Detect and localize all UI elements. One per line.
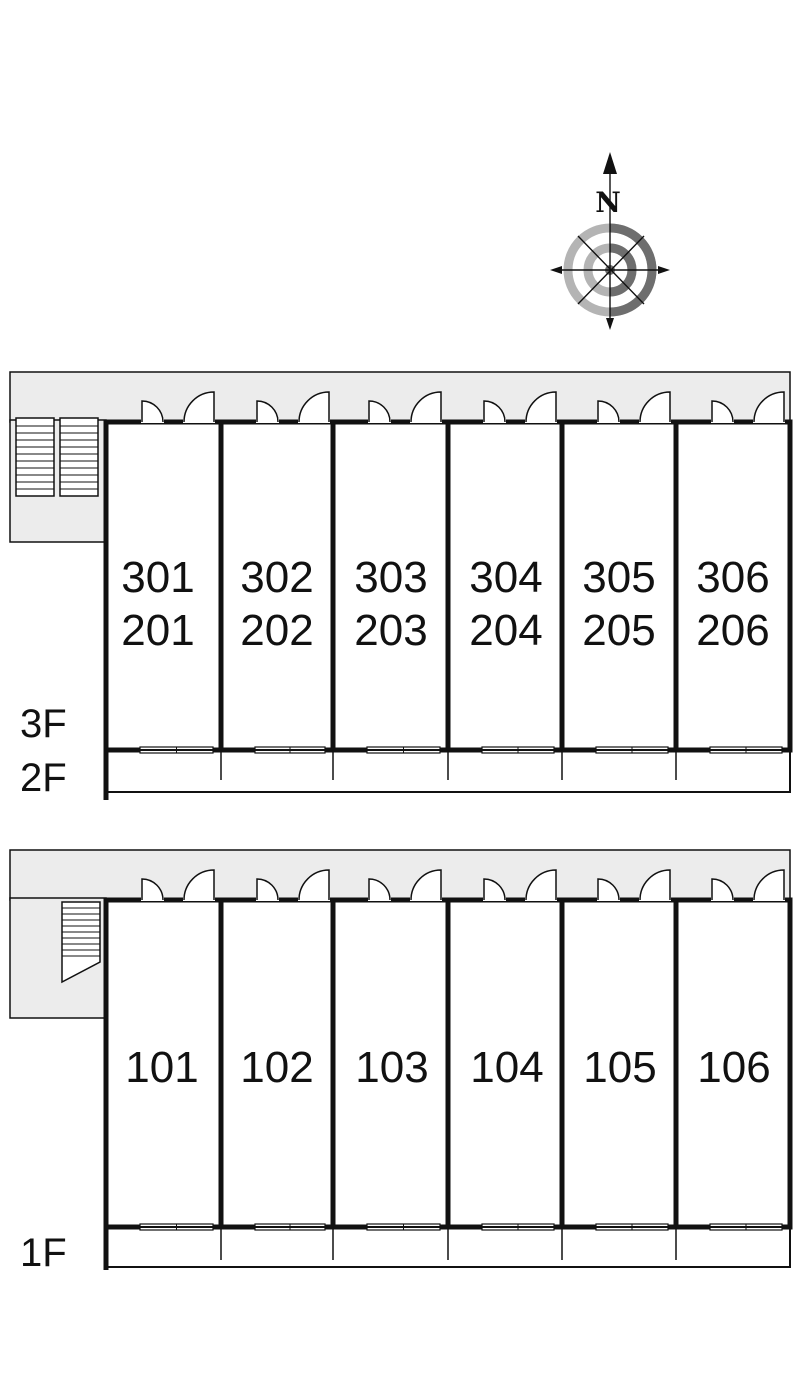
door-icon	[483, 391, 557, 423]
compass: N	[550, 152, 670, 330]
door-icon	[711, 869, 785, 901]
unit-column: 303 203	[354, 553, 427, 655]
unit-number: 201	[121, 606, 194, 655]
unit-number: 205	[582, 606, 655, 655]
floor-label-2f: 2F	[20, 756, 67, 800]
unit-number: 303	[354, 553, 427, 602]
stairs-icon	[61, 901, 101, 984]
unit-number: 204	[469, 606, 542, 655]
upper-block: 301 201 302 202 303 203 304 204 305 205 …	[9, 371, 793, 800]
unit-column: 304 204	[469, 553, 542, 655]
door-icon	[483, 869, 557, 901]
unit-number: 101	[125, 1043, 198, 1092]
door-icon	[141, 391, 215, 423]
door-icon	[368, 391, 442, 423]
unit-column: 305 205	[582, 553, 655, 655]
door-icon	[597, 391, 671, 423]
north-label: N	[595, 186, 621, 219]
upper-corridor	[9, 371, 791, 423]
unit-number: 105	[583, 1043, 656, 1092]
door-icon	[256, 869, 330, 901]
unit-number: 305	[582, 553, 655, 602]
unit-number: 202	[240, 606, 313, 655]
compass-rose-icon	[550, 152, 670, 330]
unit-number: 106	[697, 1043, 770, 1092]
unit-number: 302	[240, 553, 313, 602]
unit-number: 103	[355, 1043, 428, 1092]
floor-label-3f: 3F	[20, 702, 67, 746]
lower-block: 101 102 103 104 105 106 1F	[9, 849, 793, 1275]
unit-column: 302 202	[240, 553, 313, 655]
door-icon	[141, 869, 215, 901]
door-icon	[711, 391, 785, 423]
unit-number: 203	[354, 606, 427, 655]
door-icon	[368, 869, 442, 901]
stairs-icon	[15, 417, 99, 497]
door-icon	[597, 869, 671, 901]
unit-number: 301	[121, 553, 194, 602]
lower-corridor	[9, 849, 791, 901]
floor-label-1f: 1F	[20, 1231, 67, 1275]
door-icon	[256, 391, 330, 423]
unit-number: 102	[240, 1043, 313, 1092]
unit-number: 304	[469, 553, 542, 602]
unit-302-202: 301 201	[121, 553, 194, 655]
unit-number: 104	[470, 1043, 543, 1092]
unit-number: 206	[696, 606, 769, 655]
unit-number: 306	[696, 553, 769, 602]
unit-column: 306 206	[696, 553, 769, 655]
